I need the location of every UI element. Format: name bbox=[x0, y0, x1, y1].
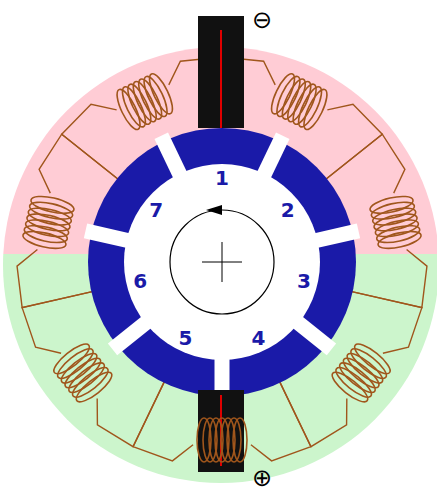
segment-number: 4 bbox=[251, 326, 265, 350]
positive-brush bbox=[198, 390, 244, 472]
coil-turn bbox=[69, 363, 112, 401]
commutator-ring bbox=[88, 128, 356, 396]
coil-wire bbox=[17, 250, 93, 308]
coil-turn bbox=[29, 193, 75, 216]
coil-turn bbox=[197, 418, 211, 462]
coil bbox=[328, 340, 394, 407]
coil bbox=[50, 340, 116, 407]
rotation-circle bbox=[170, 210, 274, 314]
rotor-core bbox=[124, 164, 320, 360]
coil-turn bbox=[72, 368, 115, 406]
positive-terminal: ⊕ bbox=[252, 464, 272, 492]
negative-brush bbox=[198, 16, 244, 128]
coil-turn bbox=[50, 340, 93, 378]
coil bbox=[21, 193, 75, 252]
coil-wire bbox=[97, 381, 165, 447]
positive-field bbox=[3, 254, 437, 483]
coil-turn bbox=[347, 344, 390, 382]
coil-turn bbox=[328, 368, 371, 406]
coil-turn bbox=[300, 87, 332, 133]
coil-wire bbox=[325, 104, 382, 179]
coil-wire bbox=[251, 381, 311, 461]
rotation-arrow bbox=[206, 205, 222, 215]
segment-number: 5 bbox=[179, 326, 193, 350]
coil-turn bbox=[343, 349, 386, 387]
coil bbox=[267, 71, 331, 132]
coil-wire bbox=[133, 381, 193, 461]
coil-wire bbox=[279, 381, 347, 447]
coil-turn bbox=[61, 354, 104, 392]
negative-terminal: ⊖ bbox=[252, 6, 272, 34]
coil-turn bbox=[65, 358, 108, 396]
brush-coil bbox=[197, 418, 247, 462]
segment-number: 3 bbox=[297, 269, 311, 293]
coil-turn bbox=[54, 344, 97, 382]
segment-number: 7 bbox=[149, 198, 163, 222]
segment-number: 2 bbox=[281, 198, 295, 222]
coil-wire bbox=[62, 104, 119, 179]
coil-turn bbox=[336, 358, 379, 396]
coil-wire bbox=[325, 134, 405, 193]
coil-turn bbox=[377, 228, 423, 251]
coil-wire bbox=[351, 250, 427, 308]
coil-turn bbox=[145, 71, 177, 117]
center-cross bbox=[222, 242, 223, 282]
coil bbox=[369, 193, 423, 252]
coil-wire bbox=[39, 134, 119, 193]
brush-contact bbox=[220, 30, 222, 128]
segment-number: 6 bbox=[133, 269, 147, 293]
coil-turn bbox=[58, 349, 101, 387]
coil-turn bbox=[332, 363, 375, 401]
segment-number: 1 bbox=[215, 166, 229, 190]
coil-turn bbox=[351, 340, 394, 378]
coil-turn bbox=[203, 418, 217, 462]
coil-turn bbox=[340, 354, 383, 392]
coil bbox=[113, 71, 177, 132]
coil bbox=[197, 418, 247, 462]
commutator-gaps bbox=[86, 136, 359, 402]
